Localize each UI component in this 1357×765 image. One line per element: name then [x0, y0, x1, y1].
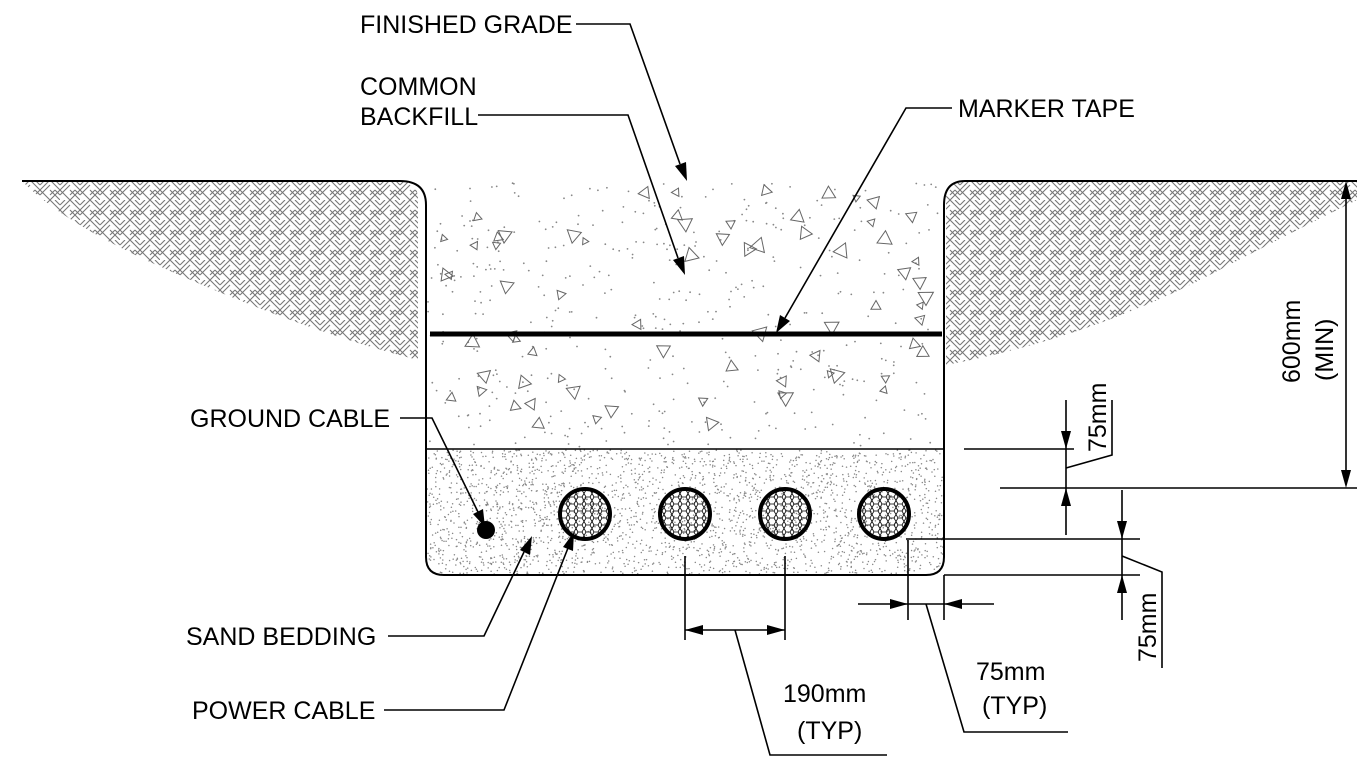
native-soil-left — [22, 181, 418, 360]
dim-text-75mm-side: 75mm — [976, 658, 1045, 686]
dim-text-min: (MIN) — [1311, 319, 1339, 381]
dim-depth-600 — [1000, 180, 1357, 489]
dim-text-600mm: 600mm — [1278, 300, 1306, 383]
leader-ground-cable — [400, 417, 485, 527]
dim-cover-bottom — [906, 490, 1163, 668]
dim-cover-top — [964, 400, 1113, 535]
label-common: COMMON — [360, 73, 477, 101]
dim-text-75mm-top: 75mm — [1084, 383, 1112, 452]
label-finished-grade: FINISHED GRADE — [360, 11, 573, 39]
power-cable-2 — [658, 487, 712, 541]
label-sand-bedding: SAND BEDDING — [186, 623, 376, 651]
label-power-cable: POWER CABLE — [192, 697, 375, 725]
dim-spacing-190 — [684, 556, 887, 756]
power-cable-4 — [857, 487, 911, 541]
leader-common-backfill — [478, 114, 685, 275]
power-cable-3 — [758, 487, 812, 541]
dim-text-190mm: 190mm — [783, 680, 866, 708]
label-ground-cable: GROUND CABLE — [190, 405, 390, 433]
ground-cable — [477, 521, 495, 539]
dim-side-clearance — [858, 540, 1068, 733]
dim-text-190-typ: (TYP) — [797, 717, 862, 745]
leader-marker-tape — [776, 107, 952, 333]
leader-sand-bedding — [388, 536, 532, 637]
label-marker-tape: MARKER TAPE — [958, 95, 1135, 123]
common-backfill-texture — [427, 182, 939, 448]
dim-text-75-typ: (TYP) — [982, 692, 1047, 720]
label-backfill: BACKFILL — [360, 103, 478, 131]
leader-finished-grade — [576, 23, 687, 181]
dim-text-75mm-bottom: 75mm — [1134, 593, 1162, 662]
leader-power-cable — [384, 532, 574, 711]
power-cable-1 — [558, 487, 612, 541]
